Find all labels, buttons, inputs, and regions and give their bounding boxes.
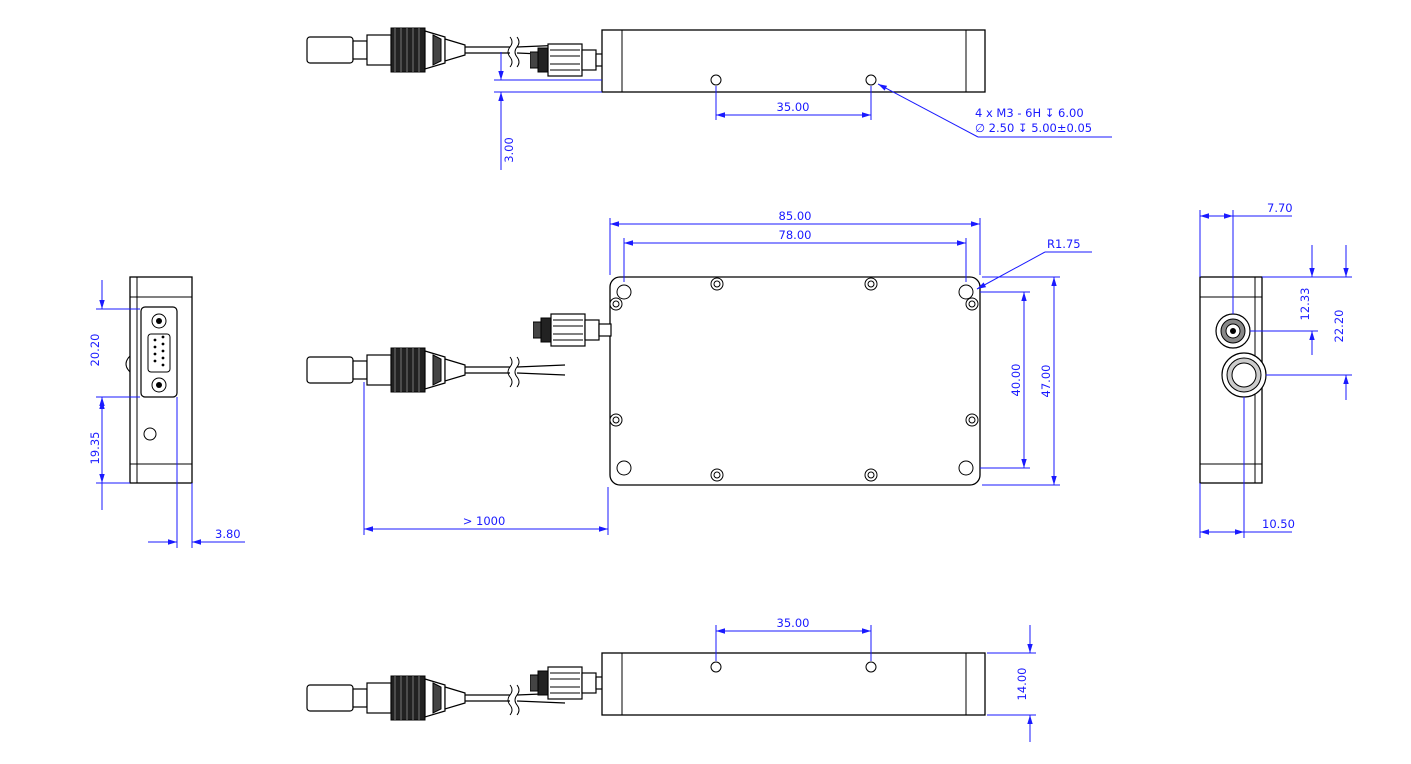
dim-hole-pitch-top: 35.00 bbox=[777, 100, 810, 114]
mounting-hole bbox=[710, 661, 722, 673]
mounting-hole bbox=[710, 74, 722, 86]
thread-note-line1: 4 x M3 - 6H ↧ 6.00 bbox=[975, 106, 1084, 120]
sma-connector bbox=[530, 666, 609, 700]
top-view: 35.00 3.00 4 x M3 - 6H ↧ 6.00 ∅ 2.50 ↧ 5… bbox=[306, 27, 1112, 170]
housing-front bbox=[609, 276, 981, 486]
mounting-hole bbox=[865, 74, 877, 86]
fiber-cable-plug bbox=[306, 347, 566, 393]
dim-hole-pitch-bottom: 35.00 bbox=[777, 616, 810, 630]
dim-connector-height: 20.20 bbox=[88, 334, 102, 367]
bottom-view: 35.00 14.00 bbox=[306, 616, 1036, 742]
fiber-cable-plug bbox=[306, 27, 566, 73]
housing-bottom bbox=[601, 652, 986, 716]
dim-corner-radius: R1.75 bbox=[1047, 237, 1081, 251]
dim-height-overall: 47.00 bbox=[1039, 365, 1053, 398]
front-view: 85.00 78.00 R1.75 40.00 47.00 > 1000 bbox=[306, 209, 1092, 535]
mounting-hole bbox=[865, 661, 877, 673]
dim-length-holes: 78.00 bbox=[779, 228, 812, 242]
fiber-cable-plug bbox=[306, 675, 566, 721]
sma-connector bbox=[530, 43, 609, 77]
dim-port2-position: 22.20 bbox=[1332, 310, 1346, 343]
left-view: 20.20 19.35 3.80 bbox=[88, 276, 245, 548]
dim-offset-top: 3.00 bbox=[502, 137, 516, 163]
dim-thickness: 14.00 bbox=[1015, 668, 1029, 701]
dim-edge-offset: 3.80 bbox=[215, 527, 241, 541]
dim-connector-offset: 19.35 bbox=[88, 432, 102, 465]
dim-cable-length: > 1000 bbox=[463, 514, 506, 528]
thread-note-line2: ∅ 2.50 ↧ 5.00±0.05 bbox=[975, 121, 1092, 135]
right-view: 7.70 12.33 22.20 10.50 bbox=[1199, 201, 1352, 538]
dim-port1-position: 12.33 bbox=[1298, 288, 1312, 321]
dim-length-overall: 85.00 bbox=[779, 209, 812, 223]
housing-top bbox=[601, 29, 986, 93]
dim-width-bottom: 10.50 bbox=[1262, 517, 1295, 531]
dim-width-top: 7.70 bbox=[1267, 201, 1293, 215]
sma-connector bbox=[533, 313, 612, 347]
dim-height-holes: 40.00 bbox=[1009, 364, 1023, 397]
